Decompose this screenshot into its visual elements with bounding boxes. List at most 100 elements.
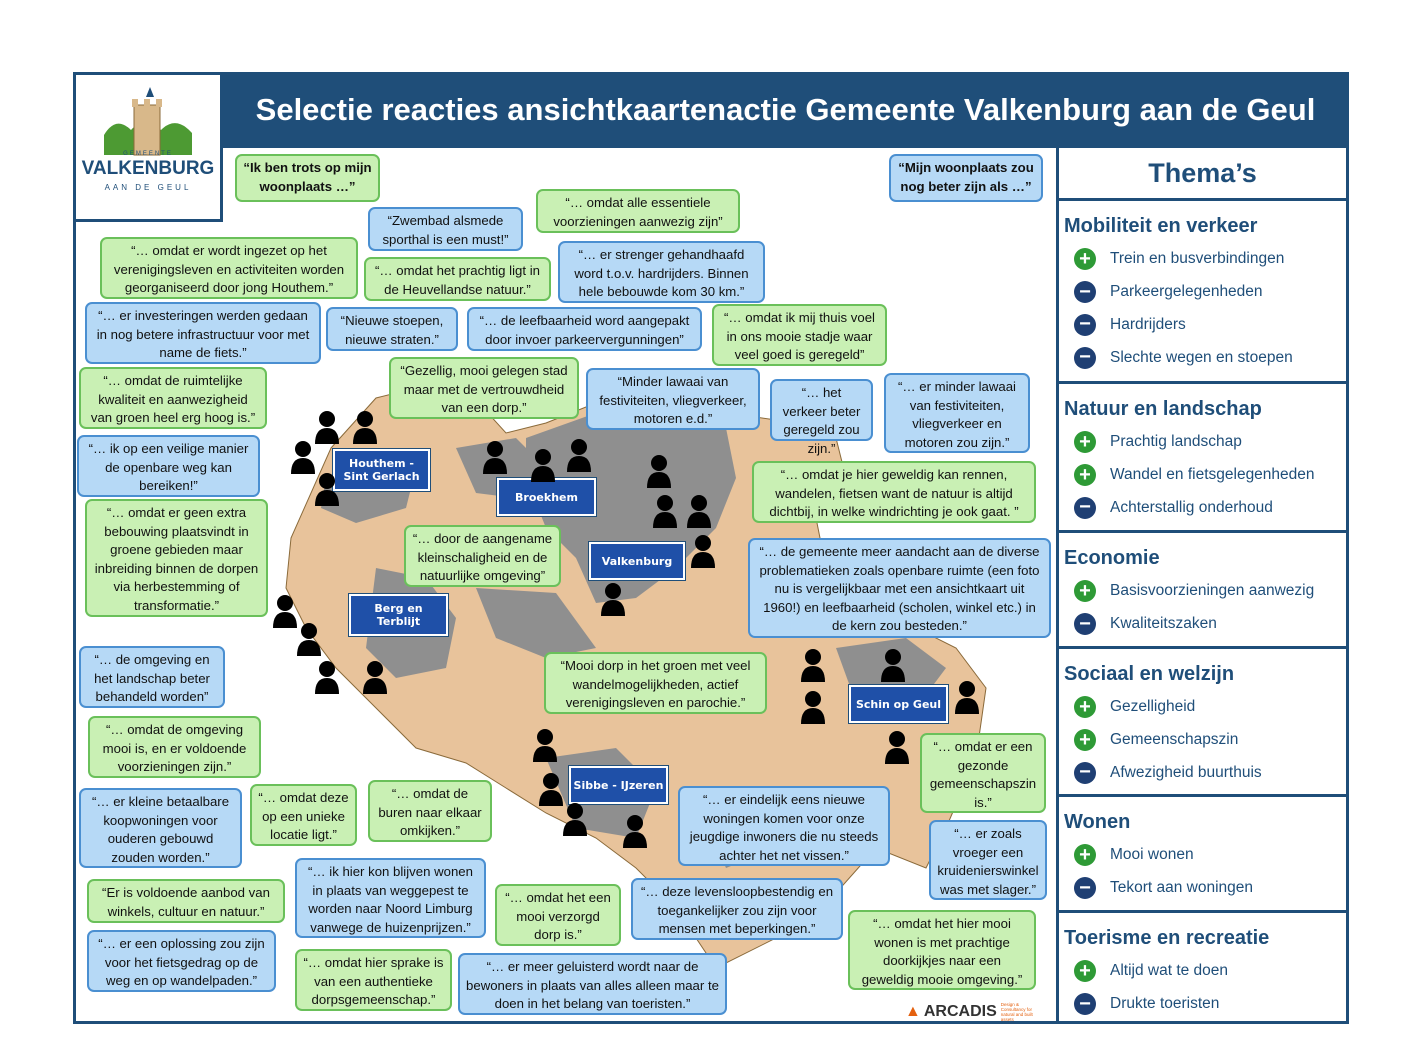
plus-icon: + xyxy=(1074,844,1096,867)
town-label-berg-en-terblijt: Berg en Terblijt xyxy=(349,594,448,636)
minus-icon: − xyxy=(1074,496,1096,519)
quote-bubble: “… er strenger gehandhaafd word t.o.v. h… xyxy=(558,241,765,303)
theme-item-label: Slechte wegen en stoepen xyxy=(1110,348,1293,366)
theme-section-sociaal: Sociaal en welzijn + Gezelligheid +Gemeen… xyxy=(1056,646,1346,794)
town-label-valkenburg: Valkenburg xyxy=(589,542,685,580)
quote-bubble: “… de gemeente meer aandacht aan de dive… xyxy=(748,538,1051,638)
logo-sub: AAN DE GEUL xyxy=(104,183,192,192)
person-icon xyxy=(652,494,678,528)
theme-item: + Gezelligheid xyxy=(1074,691,1346,724)
quote-bubble: “… er minder lawaai van festiviteiten, v… xyxy=(884,373,1030,453)
logo-main: VALKENBURG xyxy=(81,158,215,179)
theme-item: +Basisvoorzieningen aanwezig xyxy=(1074,575,1346,608)
logo-small: GEMEENTE xyxy=(123,151,173,157)
quote-bubble: “… er zoals vroeger een kruideniers­wink… xyxy=(929,820,1047,900)
town-label-sibbe-ijzeren: Sibbe - IJzeren xyxy=(569,766,668,804)
person-icon xyxy=(538,772,564,806)
page-title: Selectie reacties ansichtkaartenactie Ge… xyxy=(222,72,1349,148)
person-icon xyxy=(362,660,388,694)
theme-section-toerisme: Toerisme en recreatie +Altijd wat te doe… xyxy=(1056,910,1346,1021)
quote-bubble: “… er een oplossing zou zijn voor het fi… xyxy=(87,930,276,992)
quote-bubble: “… omdat er wordt ingezet op het verenig… xyxy=(100,237,358,299)
theme-title: Natuur en landschap xyxy=(1064,398,1262,420)
theme-item-label: Tekort aan woningen xyxy=(1110,879,1254,897)
plus-icon: + xyxy=(1074,464,1096,487)
arcadis-brand: ARCADIS xyxy=(923,1003,997,1020)
theme-item-label: Wandel en fietsgelegenheden xyxy=(1110,466,1315,484)
person-icon xyxy=(646,454,672,488)
quote-bubble: “Mooi dorp in het groen met veel wandelm… xyxy=(544,652,767,714)
plus-icon: + xyxy=(1074,248,1096,271)
quote-bubble: “… door de aangename kleinschaligheid en… xyxy=(404,525,561,587)
person-icon xyxy=(884,730,910,764)
quote-bubble: “… het verkeer beter geregeld zou zijn.” xyxy=(770,379,873,456)
quote-bubble: “… omdat deze op een unieke locatie ligt… xyxy=(250,784,357,846)
theme-item: + Wandel en fietsgelegenheden xyxy=(1074,459,1346,492)
person-icon xyxy=(600,582,626,616)
theme-item: +Gemeenschapszin xyxy=(1074,724,1346,757)
quote-bubble: “… omdat het hier mooi wonen is met prac… xyxy=(848,910,1036,990)
arcadis-tagline: Design & Consultancy for natural and bui… xyxy=(1000,1002,1033,1022)
person-icon xyxy=(290,440,316,474)
theme-item: +Prachtig landschap xyxy=(1074,426,1346,459)
prompt-bubble-better: “Mijn woonplaats zou nog beter zijn als … xyxy=(889,154,1043,202)
theme-title: Sociaal en welzijn xyxy=(1064,663,1235,685)
arcadis-logo: ▲ ARCADIS Design & Consultancy for natur… xyxy=(905,1002,1045,1022)
theme-item: −Kwaliteitszaken xyxy=(1074,608,1346,641)
theme-item-label: Kwaliteitszaken xyxy=(1110,615,1217,633)
theme-title: Economie xyxy=(1064,547,1160,569)
theme-item: + Trein en busverbindingen xyxy=(1074,243,1346,276)
quote-bubble: “… ik op een veilige manier de openbare … xyxy=(77,435,260,497)
theme-title: Mobiliteit en verkeer xyxy=(1064,215,1258,237)
theme-item: −Achterstallig onderhoud xyxy=(1074,492,1346,525)
quote-bubble: “… omdat het een mooi verzorgd dorp is.” xyxy=(495,884,621,946)
quote-bubble: “… de omgeving en het landschap beter be… xyxy=(79,646,225,708)
theme-title: Wonen xyxy=(1064,811,1131,833)
theme-item-label: Drukte toeristen xyxy=(1110,995,1220,1013)
plus-icon: + xyxy=(1074,960,1096,983)
theme-item-label: Gemeenschapszin xyxy=(1110,731,1239,749)
minus-icon: − xyxy=(1074,761,1096,784)
quote-bubble: “… omdat alle essentiele voorzieningen a… xyxy=(536,189,740,233)
person-icon xyxy=(566,438,592,472)
quote-bubble: “Zwembad alsmede sporthal is een must!” xyxy=(368,207,523,251)
theme-item-label: Gezelligheid xyxy=(1110,698,1196,716)
plus-icon: + xyxy=(1074,696,1096,719)
person-icon xyxy=(686,494,712,528)
town-label-schin-op-geul: Schin op Geul xyxy=(849,685,948,723)
quote-bubble: “… omdat er een gezonde gemeenschapszin … xyxy=(920,733,1046,813)
quote-bubble: “… er investeringen werden gedaan in nog… xyxy=(85,302,321,364)
person-icon xyxy=(530,448,556,482)
theme-section-natuur: Natuur en landschap +Prachtig landschap … xyxy=(1056,381,1346,530)
quote-bubble: “… er eindelijk eens nieuwe woningen kom… xyxy=(678,786,890,866)
minus-icon: − xyxy=(1074,877,1096,900)
quote-bubble: “… omdat er geen extra bebouwing plaatsv… xyxy=(85,499,268,617)
quote-bubble: “Minder lawaai van festiviteiten, vliegv… xyxy=(586,368,760,430)
theme-item: −Drukte toeristen xyxy=(1074,988,1346,1021)
quote-bubble: “… omdat je hier geweldig kan rennen, wa… xyxy=(752,461,1036,523)
theme-item-label: Afwezigheid buurthuis xyxy=(1110,763,1262,781)
person-icon xyxy=(800,648,826,682)
quote-bubble: “… omdat de omgeving mooi is, en er vold… xyxy=(88,716,261,778)
quote-bubble: “… omdat ik mij thuis voel in ons mooie … xyxy=(712,304,887,366)
quote-bubble: “Nieuwe stoepen, nieuwe straten.” xyxy=(326,307,458,351)
themes-sidebar xyxy=(1056,148,1346,1021)
person-icon xyxy=(562,802,588,836)
quote-bubble: “… de leefbaarheid word aangepakt door i… xyxy=(467,307,702,351)
theme-item: +Altijd wat te doen xyxy=(1074,955,1346,988)
quote-bubble: “… omdat het prachtig ligt in de Heuvell… xyxy=(364,257,551,301)
theme-section-mobiliteit: Mobiliteit en verkeer + Trein en busverbi… xyxy=(1056,198,1346,381)
person-icon xyxy=(314,472,340,506)
theme-item-label: Trein en busverbindingen xyxy=(1110,250,1285,268)
minus-icon: − xyxy=(1074,993,1096,1016)
person-icon xyxy=(482,440,508,474)
person-icon xyxy=(800,690,826,724)
minus-icon: − xyxy=(1074,613,1096,636)
theme-item: −Afwezigheid buurthuis xyxy=(1074,757,1346,790)
theme-section-wonen: Wonen +Mooi wonen −Tekort aan woningen xyxy=(1056,794,1346,910)
town-label-houthem: Houthem - Sint Gerlach xyxy=(333,449,430,491)
theme-item: −Hardrijders xyxy=(1074,309,1346,342)
theme-item: +Mooi wonen xyxy=(1074,839,1346,872)
quote-bubble: “Gezellig, mooi gelegen stad maar met de… xyxy=(389,357,579,419)
castle-icon xyxy=(104,87,192,156)
